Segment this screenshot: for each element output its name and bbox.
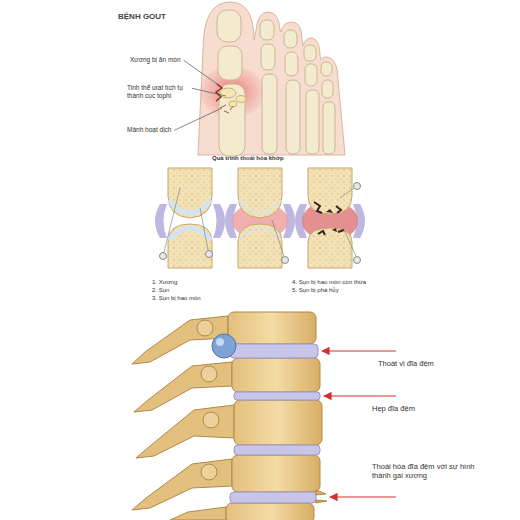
- joint-capsule: [213, 204, 225, 238]
- gout-foot: [198, 2, 345, 156]
- part-label: Mảnh hoạt dịch: [127, 126, 171, 134]
- foot-skin: [198, 2, 345, 155]
- part-label: Xương bị ăn mòn: [130, 56, 181, 64]
- joint-capsule: [155, 204, 167, 238]
- spinal-disc: [230, 492, 316, 503]
- vertebra-body: [226, 503, 314, 520]
- tophus: [220, 88, 236, 98]
- part-label: Tinh thể urat tích tụ thành cục tophi: [127, 84, 189, 100]
- joint-worn: [225, 168, 295, 268]
- vertebra-facet: [197, 320, 213, 336]
- spine-label: Thoái hóa đĩa đệm với sự hình thành gai …: [372, 462, 484, 480]
- legend-item: 2. Sụn: [152, 287, 169, 294]
- bone: [168, 224, 212, 268]
- pointer-arrow: [324, 395, 396, 396]
- vertebra-process: [132, 459, 232, 510]
- pointer-arrow: [330, 496, 396, 497]
- joint-normal: [155, 168, 225, 268]
- callout-dot: [206, 251, 213, 258]
- leader-line: [184, 60, 220, 86]
- vertebra-body: [232, 455, 320, 492]
- callout-leader: [272, 220, 284, 256]
- toe-bone: [218, 46, 242, 80]
- vertebra-process: [134, 362, 232, 412]
- metatarsal-bone: [323, 102, 335, 154]
- vertebra-facet: [201, 366, 217, 382]
- callout-leader: [340, 188, 356, 256]
- toe-bone: [321, 62, 332, 76]
- metatarsal-bone: [219, 84, 245, 156]
- joint-destroyed: [295, 168, 365, 268]
- callout-dot: [160, 253, 167, 260]
- vertebra-facet: [201, 464, 217, 480]
- toe-bone: [305, 64, 317, 86]
- legend-item: 3. Sụn bị hao mòn: [152, 295, 201, 302]
- bone-spur: [316, 490, 327, 503]
- callout-dot: [354, 183, 361, 190]
- spinal-disc: [230, 344, 318, 358]
- cartilage-fragment: [326, 209, 337, 232]
- toe-bone: [260, 20, 274, 40]
- cartilage-destroyed: [314, 202, 344, 235]
- section-heading: Quá trình thoái hóa khớp: [212, 155, 284, 162]
- spine-label: Thoát vị đĩa đệm: [378, 359, 434, 368]
- synovial-fragment: [220, 105, 233, 113]
- vertebra-process: [136, 405, 234, 458]
- spine: [132, 312, 327, 520]
- toe-bone: [284, 30, 297, 48]
- vertebra-body: [228, 312, 316, 344]
- toe-bone: [304, 45, 316, 61]
- toe-bone: [285, 52, 298, 76]
- legend-item: 4. Sụn bị hao mòn còn thừa: [292, 279, 366, 286]
- disc-herniation-highlight: [216, 338, 224, 346]
- toe-bone: [322, 80, 333, 98]
- legend-item: 1. Xương: [152, 279, 177, 286]
- vertebra-facet: [203, 412, 219, 428]
- spinal-disc-narrow: [234, 392, 320, 400]
- bone: [238, 168, 282, 218]
- spine-label: Hẹp đĩa đệm: [372, 404, 415, 413]
- bone: [308, 228, 352, 268]
- diagram-title: BỆNH GOUT: [118, 12, 166, 22]
- legend-item: 5. Sụn bị phá hủy: [292, 287, 339, 294]
- metatarsal-bone: [286, 80, 300, 154]
- vertebra-body: [232, 358, 320, 392]
- disc-herniation: [212, 334, 236, 358]
- vertebra-process: [170, 507, 226, 520]
- toe-bone: [217, 10, 241, 42]
- callout-leader: [164, 188, 208, 252]
- cartilage-worn: [239, 200, 281, 213]
- callout-dot: [282, 257, 289, 264]
- bone: [308, 168, 352, 214]
- metatarsal-bone: [306, 90, 319, 154]
- metatarsal-bone: [262, 74, 277, 154]
- leader-line: [192, 88, 226, 96]
- spinal-disc: [234, 445, 320, 455]
- cartilage-worn: [239, 228, 281, 240]
- pointer-arrow: [322, 350, 396, 351]
- tophus: [236, 96, 246, 103]
- leader-line: [174, 108, 222, 130]
- callout-dot: [354, 257, 361, 264]
- toe-bone: [261, 44, 275, 70]
- vertebra-body: [234, 400, 322, 445]
